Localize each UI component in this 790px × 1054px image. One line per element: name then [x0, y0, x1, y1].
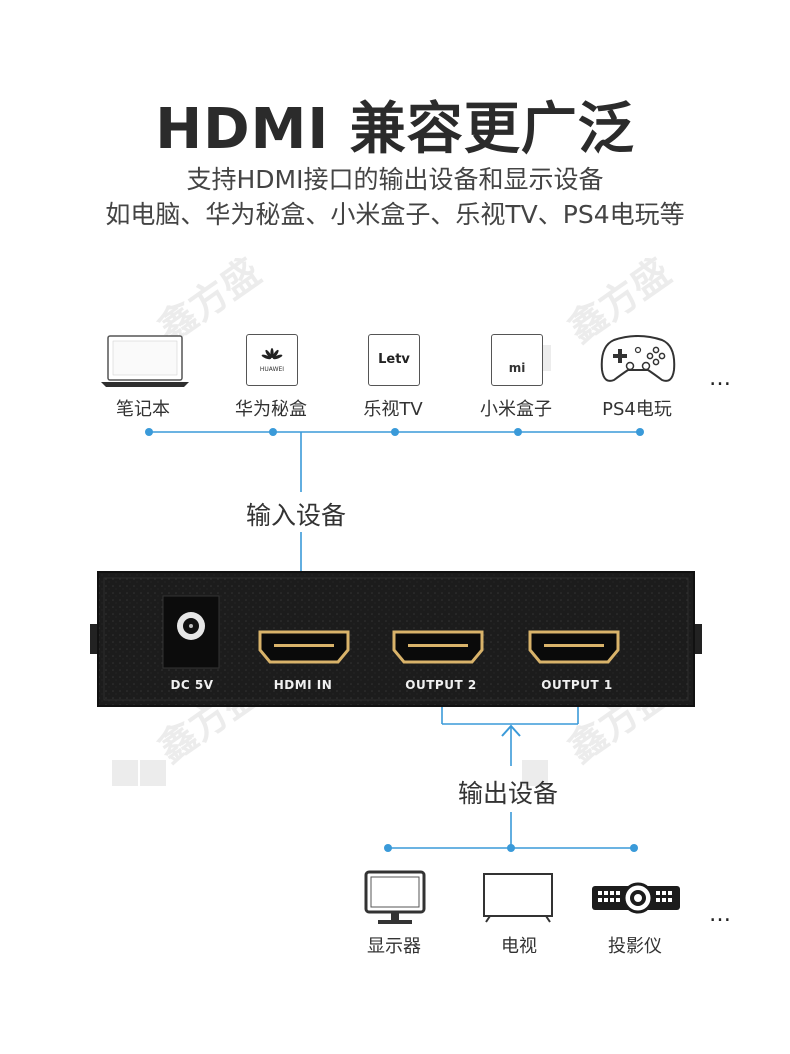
- letv-brand-text: Letv: [378, 352, 410, 367]
- huawei-box-icon: HUAWEI: [246, 334, 298, 386]
- watermark-mark: [522, 760, 548, 786]
- input-device-label: 小米盒子: [480, 399, 552, 420]
- output-caption: 输出设备: [458, 779, 559, 808]
- port-label-dc: DC 5V: [170, 678, 214, 692]
- input-device-label: PS4电玩: [602, 399, 672, 420]
- letv-box-icon: Letv: [368, 334, 420, 386]
- input-device-label: 笔记本: [116, 399, 170, 420]
- monitor-icon: [364, 870, 426, 924]
- input-more-indicator: …: [709, 366, 732, 391]
- subtitle-line-1: 支持HDMI接口的输出设备和显示设备: [186, 165, 604, 194]
- tv-icon: [483, 873, 553, 923]
- input-device-label: 华为秘盒: [235, 399, 307, 420]
- gamepad-icon: [600, 335, 676, 382]
- watermark-mark: [112, 760, 138, 786]
- xiaomi-brand-text: mi: [508, 361, 526, 375]
- subtitle-line-2: 如电脑、华为秘盒、小米盒子、乐视TV、PS4电玩等: [105, 200, 685, 229]
- output-device-label: 显示器: [367, 936, 421, 957]
- page-title: HDMI 兼容更广泛: [155, 97, 635, 162]
- huawei-brand-text: HUAWEI: [259, 366, 285, 373]
- laptop-icon: [101, 335, 189, 387]
- hdmi-splitter-device: [90, 571, 702, 707]
- huawei-logo-icon: [261, 348, 283, 360]
- output-device-label: 投影仪: [608, 936, 662, 957]
- output-more-indicator: …: [709, 902, 732, 927]
- input-caption: 输入设备: [246, 501, 347, 530]
- port-label-hdmi-in: HDMI IN: [273, 678, 333, 692]
- port-label-output-2: OUTPUT 2: [405, 678, 477, 692]
- input-device-label: 乐视TV: [363, 399, 423, 420]
- watermark-mark: [140, 760, 166, 786]
- projector-icon: [592, 882, 680, 914]
- xiaomi-box-icon: mi: [491, 334, 543, 386]
- port-label-output-1: OUTPUT 1: [541, 678, 613, 692]
- output-device-label: 电视: [501, 936, 537, 957]
